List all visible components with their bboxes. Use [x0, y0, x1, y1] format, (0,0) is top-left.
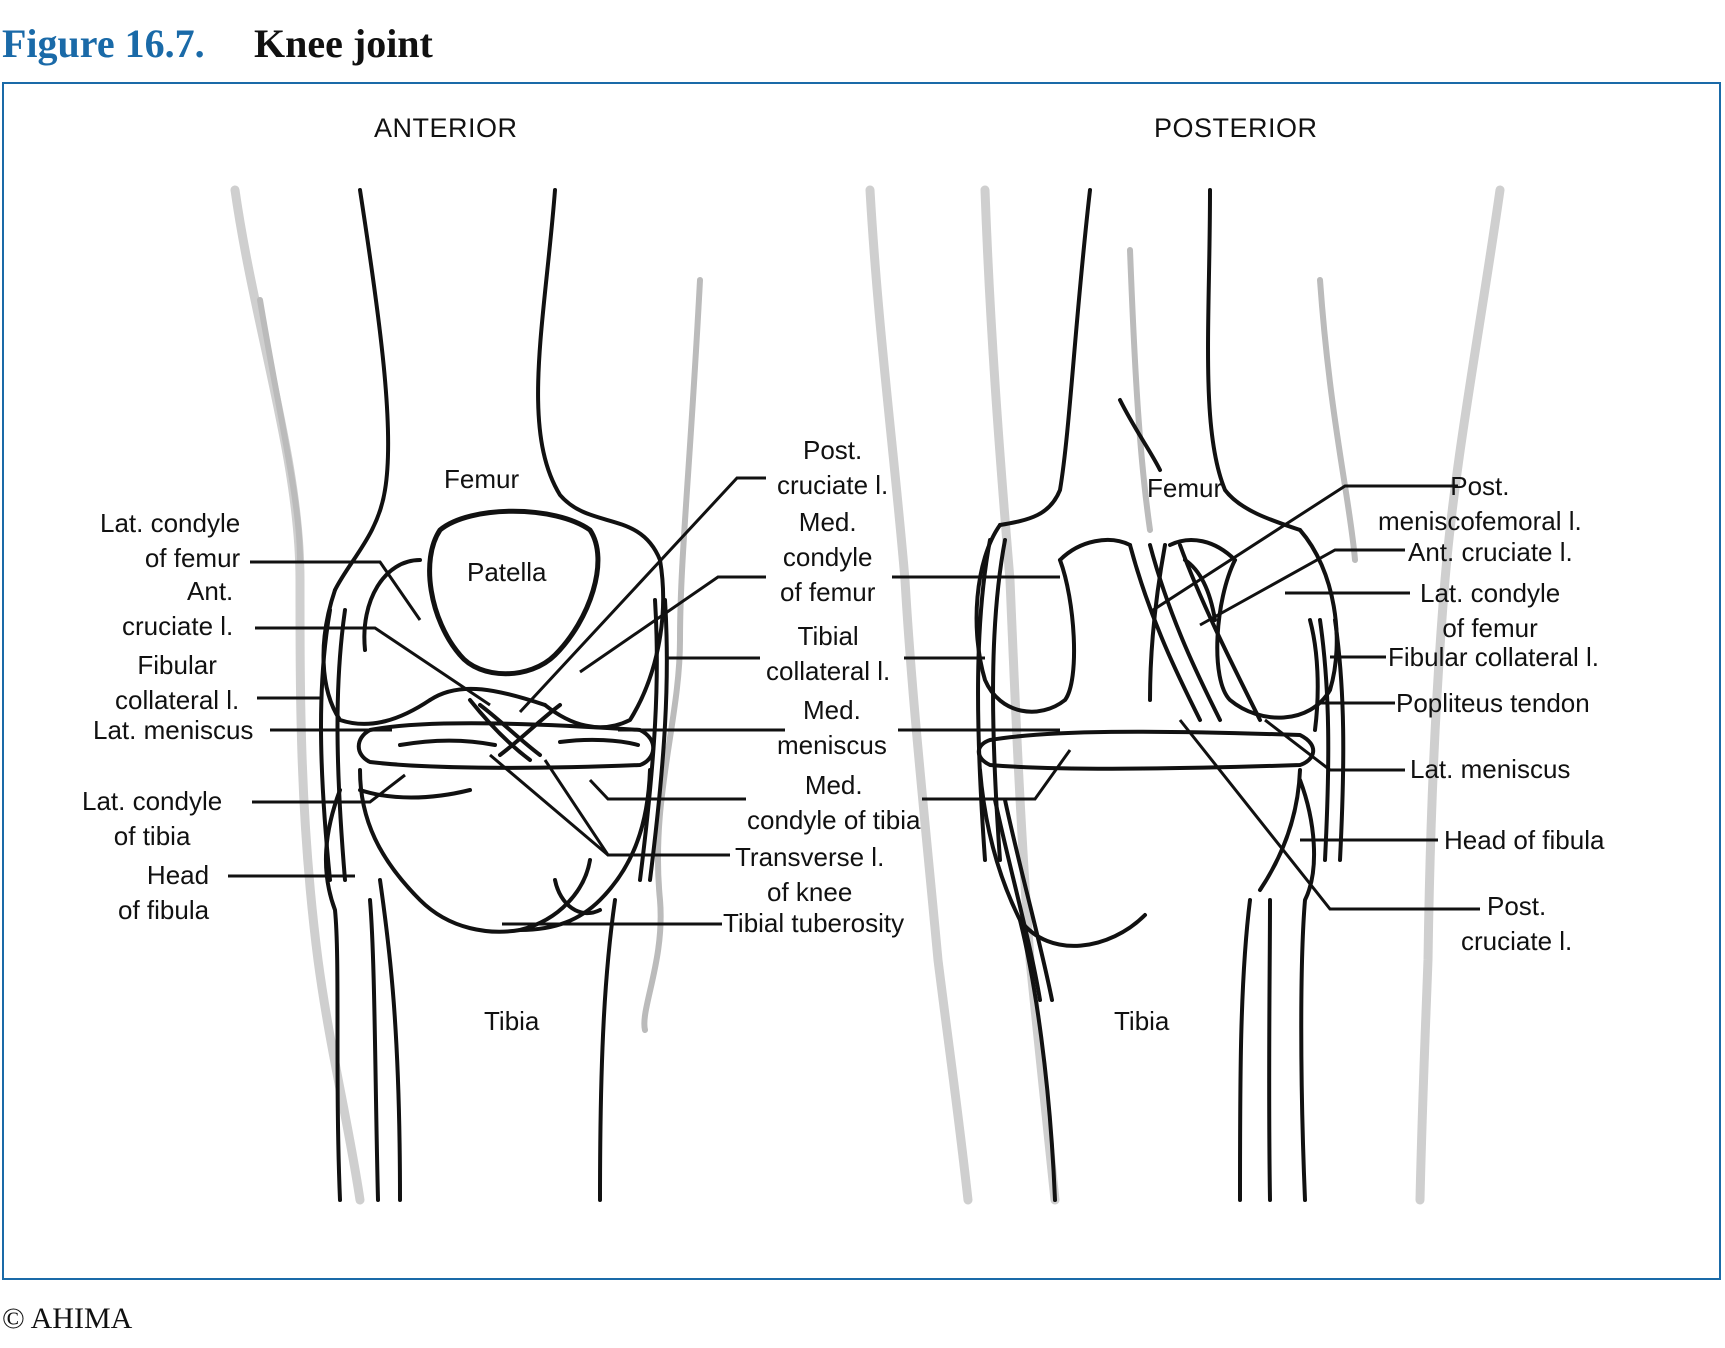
label-posterior-tibia: Tibia — [1114, 1004, 1169, 1039]
label-anterior-med-condyle-femur: Med. condyle of femur — [780, 505, 875, 610]
label-posterior-post-meniscofemoral: Post. meniscofemoral l. — [1378, 469, 1582, 539]
label-posterior-femur: Femur — [1147, 471, 1222, 506]
label-posterior-ant-cruciate: Ant. cruciate l. — [1408, 535, 1573, 570]
label-anterior-lat-condyle-femur: Lat. condyle of femur — [100, 506, 240, 576]
label-anterior-med-meniscus: Med. meniscus — [777, 693, 887, 763]
label-anterior-fibular-collateral: Fibular collateral l. — [115, 648, 239, 718]
label-anterior-ant-cruciate: Ant. cruciate l. — [122, 574, 233, 644]
label-anterior-transverse: Transverse l. of knee — [735, 840, 884, 910]
label-anterior-head-fibula: Head of fibula — [118, 858, 209, 928]
label-anterior-lat-condyle-tibia: Lat. condyle of tibia — [82, 784, 222, 854]
label-anterior-femur: Femur — [444, 462, 519, 497]
posterior-knee — [977, 190, 1344, 1200]
copyright-notice: © AHIMA — [2, 1302, 132, 1336]
anterior-view-title: ANTERIOR — [374, 113, 518, 144]
label-anterior-tibia: Tibia — [484, 1004, 539, 1039]
label-anterior-lat-meniscus: Lat. meniscus — [93, 713, 253, 748]
label-posterior-lat-condyle-femur: Lat. condyle of femur — [1420, 576, 1560, 646]
label-posterior-lat-meniscus: Lat. meniscus — [1410, 752, 1570, 787]
anterior-knee — [321, 190, 667, 1200]
label-anterior-tibial-tuberosity: Tibial tuberosity — [723, 906, 904, 941]
posterior-view-title: POSTERIOR — [1154, 113, 1318, 144]
label-anterior-med-condyle-tibia: Med. condyle of tibia — [747, 768, 920, 838]
label-posterior-fibular-collateral: Fibular collateral l. — [1388, 640, 1599, 675]
label-anterior-patella: Patella — [467, 555, 547, 590]
label-posterior-popliteus: Popliteus tendon — [1396, 686, 1590, 721]
label-anterior-post-cruciate: Post. cruciate l. — [777, 433, 888, 503]
label-posterior-head-fibula: Head of fibula — [1444, 823, 1604, 858]
label-anterior-tibial-collateral: Tibial collateral l. — [766, 619, 890, 689]
label-posterior-post-cruciate: Post. cruciate l. — [1461, 889, 1572, 959]
